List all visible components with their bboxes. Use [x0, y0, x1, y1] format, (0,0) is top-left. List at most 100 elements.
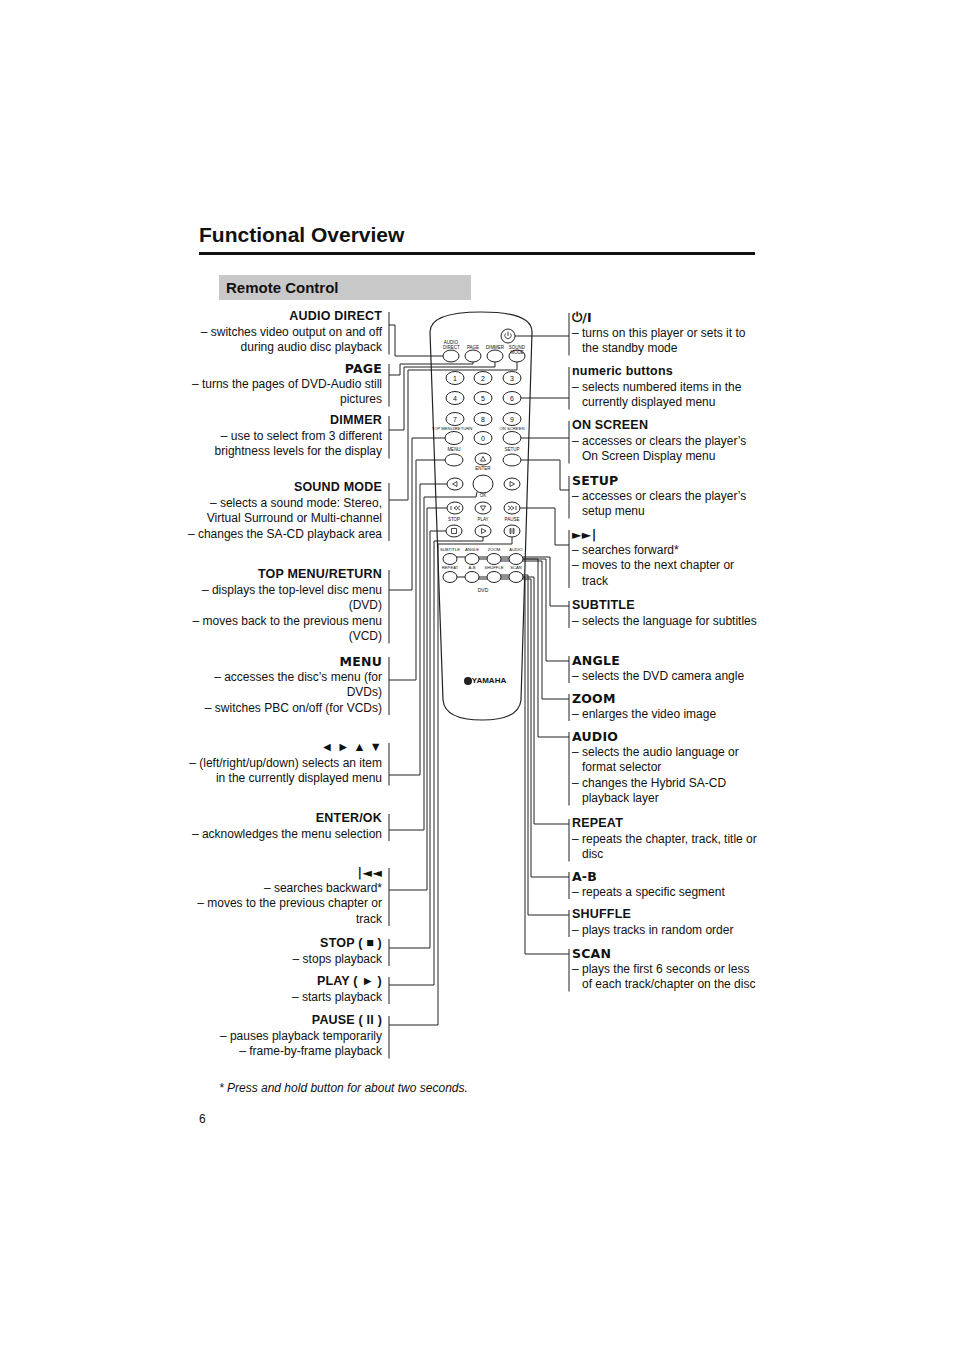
- callout-text: – searches backward*: [180, 881, 382, 897]
- remote-button: [509, 554, 523, 565]
- remote-button: [443, 554, 457, 565]
- callout-heading: SOUND MODE: [180, 480, 382, 496]
- callout-text: – enlarges the video image: [572, 707, 760, 723]
- remote-button: [443, 350, 459, 362]
- page-number: 6: [199, 1112, 206, 1126]
- callout-text: – moves to the next chapter or track: [572, 558, 760, 589]
- remote-button-label: SETUP: [500, 448, 524, 453]
- callout: PAGE– turns the pages of DVD-Audio still…: [180, 361, 382, 408]
- callout-heading: MENU: [180, 654, 382, 670]
- remote-button: [503, 432, 521, 445]
- callout: SCAN– plays the first 6 seconds or less …: [572, 946, 760, 993]
- button-icon: [452, 529, 457, 534]
- remote-button: [503, 413, 521, 426]
- callout-bracket: [569, 530, 570, 588]
- remote-button-label: 4: [448, 394, 462, 403]
- remote-button-label: ZOOM: [483, 548, 505, 552]
- remote-button: [503, 392, 521, 405]
- callout: DIMMER– use to select from 3 different b…: [180, 413, 382, 460]
- callout-bracket: [389, 570, 390, 644]
- callout-bracket: [389, 416, 390, 459]
- power-icon: [505, 332, 511, 339]
- leader-line: [389, 537, 483, 985]
- callout-heading: ZOOM: [572, 691, 760, 707]
- remote-button: [504, 478, 520, 490]
- callout: ENTER/OK– acknowledges the menu selectio…: [180, 811, 382, 842]
- callout-heading: ◄ ► ▲ ▼: [180, 740, 382, 756]
- remote-button: [446, 372, 464, 385]
- callout-bracket: [569, 819, 570, 862]
- remote-button-label: STOP: [443, 518, 465, 523]
- callout: AUDIO DIRECT– switches video output on a…: [180, 309, 382, 356]
- callout: A-B– repeats a specific segment: [572, 869, 760, 900]
- remote-button-label: MENU: [442, 448, 466, 453]
- remote-button: [446, 525, 462, 537]
- callout: SHUFFLE– plays tracks in random order: [572, 907, 760, 938]
- callout-text: – starts playback: [180, 990, 382, 1006]
- callout-text: – acknowledges the menu selection: [180, 827, 382, 843]
- callout-heading: SUBTITLE: [572, 598, 760, 614]
- remote-button-label: ENTER: [471, 467, 495, 472]
- remote-button-label: 6: [505, 394, 519, 403]
- callout-text: – plays the first 6 seconds or less of e…: [572, 962, 760, 993]
- remote-button: [473, 475, 493, 493]
- callout-text: – accesses or clears the player’s On Scr…: [572, 434, 760, 465]
- callout-text: – stops playback: [180, 952, 382, 968]
- callout-text: – displays the top-level disc menu (DVD): [180, 583, 382, 614]
- leader-line: [472, 579, 569, 877]
- remote-button-label: DVD: [473, 588, 493, 593]
- remote-button: [443, 572, 457, 583]
- remote-button: [447, 502, 463, 514]
- callout-bracket: [389, 1016, 390, 1059]
- callout: PLAY ( ► )– starts playback: [180, 974, 382, 1005]
- brand-logo: [464, 677, 472, 685]
- remote-button-label: AUDIO: [505, 548, 527, 552]
- leader-line: [389, 492, 477, 830]
- callout-text: – frame-by-frame playback: [180, 1044, 382, 1060]
- callout-heading: ENTER/OK: [180, 811, 382, 827]
- callout-heading: ⏻/I: [572, 310, 760, 326]
- callout-heading: PAGE: [180, 361, 382, 377]
- remote-button-label: PLAY: [472, 518, 494, 523]
- remote-body: [430, 312, 532, 720]
- remote-button: [447, 478, 463, 490]
- leader-line: [450, 557, 569, 606]
- remote-button-label: REPEAT: [439, 566, 461, 570]
- callout-heading: ANGLE: [572, 653, 760, 669]
- callout-bracket: [569, 313, 570, 356]
- remote-button: [509, 572, 523, 583]
- callout-text: – plays tracks in random order: [572, 923, 760, 939]
- remote-button: [465, 350, 481, 362]
- leader-line: [521, 438, 569, 439]
- callout-text: – pauses playback temporarily: [180, 1029, 382, 1045]
- callout-bracket: [389, 939, 390, 966]
- callout: PAUSE ( II )– pauses playback temporaril…: [180, 1013, 382, 1060]
- callout-text: – repeats the chapter, track, title or d…: [572, 832, 760, 863]
- section-heading: Remote Control: [226, 275, 464, 300]
- remote-button-label: 7: [448, 415, 462, 424]
- callout: TOP MENU/RETURN– displays the top-level …: [180, 567, 382, 645]
- remote-button: [487, 554, 501, 565]
- callout-bracket: [569, 732, 570, 806]
- title-rule: [199, 252, 755, 255]
- remote-button: [475, 502, 491, 514]
- remote-button-label: DIMMER: [483, 346, 507, 351]
- remote-button-label: TOP MENU/RETURN: [430, 427, 474, 431]
- callout-heading: numeric buttons: [572, 364, 760, 380]
- callout-heading: AUDIO: [572, 729, 760, 745]
- remote-button-label: PAGE: [462, 346, 484, 351]
- button-icon: [481, 506, 486, 511]
- leader-line: [515, 336, 569, 337]
- callout-bracket: [569, 601, 570, 628]
- remote-button-label: YAMAHA: [469, 676, 509, 685]
- remote-button-label: OK: [476, 494, 490, 499]
- remote-button-label: 8: [476, 415, 490, 424]
- callout-text: – selects the language for subtitles: [572, 614, 760, 630]
- remote-button-label: SHUFFLE: [483, 566, 505, 570]
- callout-text: – selects the DVD camera angle: [572, 669, 760, 685]
- remote-button-label: ON SCREEN: [497, 427, 527, 431]
- page-title: Functional Overview: [199, 223, 404, 247]
- callout-bracket: [569, 421, 570, 464]
